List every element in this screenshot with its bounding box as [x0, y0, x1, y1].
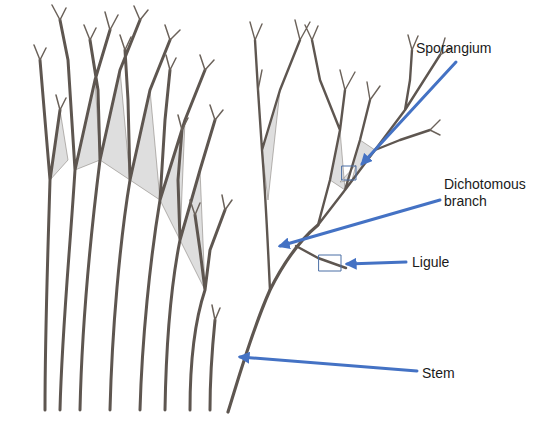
leader-arrow	[347, 262, 406, 264]
leader-arrows	[240, 62, 456, 371]
main-stem	[228, 225, 318, 412]
leader-arrow	[280, 200, 440, 246]
stem-cluster	[40, 20, 225, 410]
left-plants	[34, 5, 232, 410]
twig-cluster	[34, 5, 232, 320]
right-plant	[228, 20, 452, 412]
part-label: Ligule	[412, 254, 492, 271]
leader-arrow	[240, 357, 417, 371]
highlight-box	[319, 255, 341, 271]
part-label: Stem	[422, 365, 502, 382]
twig-set	[250, 20, 452, 135]
highlight-box	[342, 166, 356, 180]
branch-set	[255, 40, 440, 290]
leader-arrow	[362, 62, 456, 164]
part-label: Sporangium	[416, 40, 526, 57]
part-label: Dichotomous branch	[444, 176, 544, 210]
